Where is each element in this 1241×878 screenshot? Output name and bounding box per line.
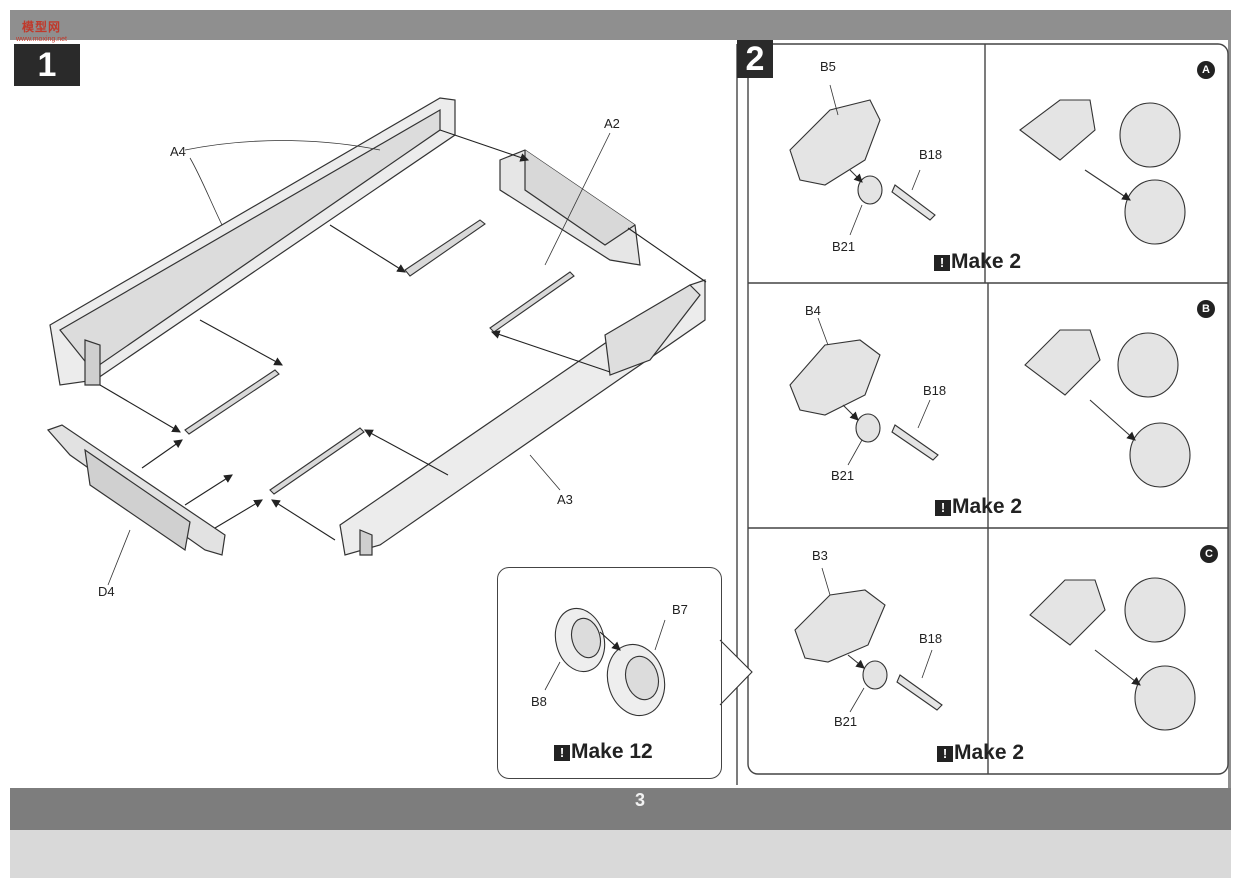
callout-b5: B5 [820, 59, 836, 74]
warning-icon: ! [935, 500, 951, 516]
suspension-arm-b [789, 317, 1191, 488]
footer-band [10, 788, 1231, 830]
part-a4 [49, 97, 456, 386]
callout-b18-a: B18 [919, 147, 943, 162]
wheel-subassembly-panel [497, 567, 722, 779]
make-12-text: Make 12 [571, 740, 653, 763]
part-a3 [339, 279, 706, 556]
part-d4 [46, 424, 226, 556]
wheel-subassembly-art [544, 607, 753, 717]
callout-a4: A4 [170, 144, 186, 159]
logo-text: 模型网 [22, 20, 62, 34]
warning-icon: ! [937, 746, 953, 762]
callout-b8: B8 [531, 694, 547, 709]
make-2-label-a: !Make 2 [934, 250, 1021, 274]
floor-rails [184, 219, 575, 495]
callout-d4: D4 [98, 584, 115, 599]
callout-a2: A2 [604, 116, 620, 131]
make-2-label-b: !Make 2 [935, 495, 1022, 519]
part-a2 [499, 149, 641, 266]
variant-b-icon: B [1197, 300, 1215, 318]
leader-lines-step1 [107, 132, 611, 586]
footer-band-light [10, 830, 1231, 878]
make-2-text-a: Make 2 [951, 250, 1022, 273]
callout-b18-c: B18 [919, 631, 943, 646]
step-2-badge: 2 [737, 40, 773, 78]
callout-b3: B3 [812, 548, 828, 563]
logo-url: www.moxing.net [16, 36, 67, 43]
variant-a-icon: A [1197, 61, 1215, 79]
callout-a3: A3 [557, 492, 573, 507]
make-2-label-c: !Make 2 [937, 741, 1024, 765]
variant-c-icon: C [1200, 545, 1218, 563]
page-number: 3 [634, 790, 645, 810]
suspension-arm-c [794, 567, 1196, 731]
make-12-label: !Make 12 [554, 740, 653, 764]
callout-b21-c: B21 [834, 714, 858, 729]
site-logo: 模型网 www.moxing.net [10, 8, 70, 43]
step-1-badge: 1 [14, 44, 80, 86]
callout-b7: B7 [672, 602, 688, 617]
callout-b4: B4 [805, 303, 821, 318]
suspension-arm-a [789, 84, 1186, 245]
right-border [1228, 10, 1231, 830]
callout-b21-a: B21 [832, 239, 856, 254]
make-2-text-c: Make 2 [954, 741, 1025, 764]
make-2-text-b: Make 2 [952, 495, 1023, 518]
header-band [10, 10, 1231, 40]
assembly-arrows-step1 [99, 129, 707, 541]
callout-b18-b: B18 [923, 383, 947, 398]
warning-icon: ! [934, 255, 950, 271]
callout-b21-b: B21 [831, 468, 855, 483]
warning-icon: ! [554, 745, 570, 761]
